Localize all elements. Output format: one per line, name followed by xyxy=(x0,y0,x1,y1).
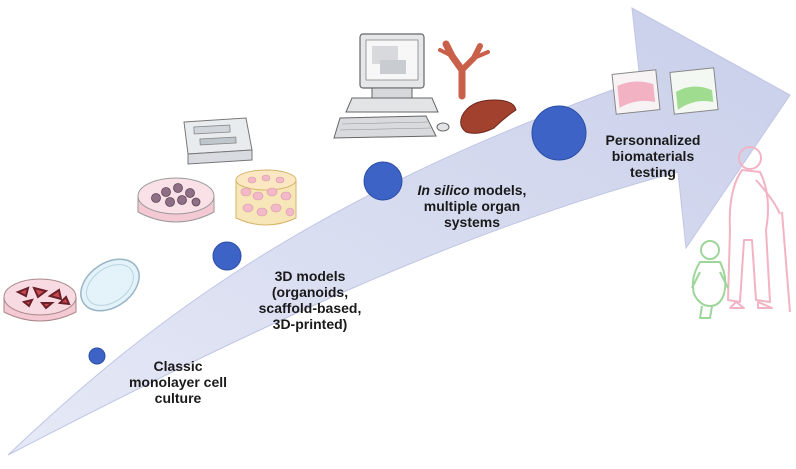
petri-dish-cells-icon xyxy=(3,258,140,322)
label-classic-monolayer: Classic monolayer cell culture xyxy=(128,358,228,406)
label-3d-models: 3D models (organoids, scaffold-based, 3D… xyxy=(258,268,362,332)
label-in-silico-italic: In silico xyxy=(417,182,470,198)
label-in-silico: In silico models, multiple organ systems xyxy=(417,182,527,230)
biomaterial-patch-pink-icon xyxy=(611,69,661,115)
stage-dot-insilico xyxy=(363,161,403,201)
petri-dish-spheroids-icon xyxy=(137,177,215,223)
stage-dot-personalized xyxy=(531,105,587,161)
liver-icon xyxy=(460,99,517,134)
computer-icon xyxy=(333,33,450,139)
elderly-person-icon xyxy=(727,146,791,313)
lab-instrument-icon xyxy=(183,117,253,165)
label-personalized: Personnalized biomaterials testing xyxy=(605,132,701,180)
child-icon xyxy=(691,240,729,319)
blood-vessel-icon xyxy=(438,40,490,100)
stage-dot-classic xyxy=(88,347,106,365)
scaffold-tissue-icon xyxy=(235,169,297,226)
stage-dot-3d xyxy=(212,241,242,271)
biomaterial-patch-green-icon xyxy=(669,67,719,115)
progress-arrow xyxy=(7,7,791,456)
